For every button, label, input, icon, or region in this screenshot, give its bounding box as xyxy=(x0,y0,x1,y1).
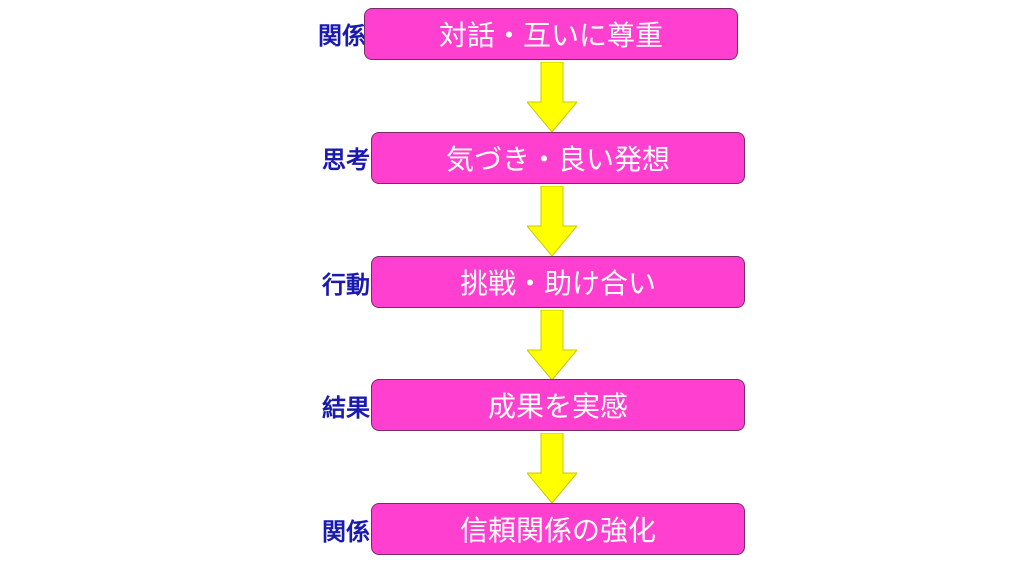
down-arrow-icon xyxy=(527,310,577,380)
down-arrow-icon xyxy=(527,62,577,132)
step-box-achievement: 成果を実感 xyxy=(371,379,745,431)
stage-label-action: 行動 xyxy=(322,271,370,299)
step-box-challenge: 挑戦・助け合い xyxy=(371,256,745,308)
stage-label-relationship-final: 関係 xyxy=(322,518,370,546)
down-arrow-icon xyxy=(527,433,577,503)
step-text-dialogue: 対話・互いに尊重 xyxy=(438,19,663,52)
down-arrow-icon xyxy=(527,186,577,256)
stage-label-result: 結果 xyxy=(322,394,370,422)
step-box-awareness: 気づき・良い発想 xyxy=(371,132,745,184)
step-text-trust: 信頼関係の強化 xyxy=(459,514,656,547)
stage-label-thinking: 思考 xyxy=(322,146,370,174)
step-text-awareness: 気づき・良い発想 xyxy=(445,143,670,176)
step-text-achievement: 成果を実感 xyxy=(487,390,628,423)
stage-label-relationship: 関係 xyxy=(318,22,366,50)
step-box-trust: 信頼関係の強化 xyxy=(371,503,745,555)
step-text-challenge: 挑戦・助け合い xyxy=(459,267,656,300)
step-box-dialogue: 対話・互いに尊重 xyxy=(364,8,738,60)
